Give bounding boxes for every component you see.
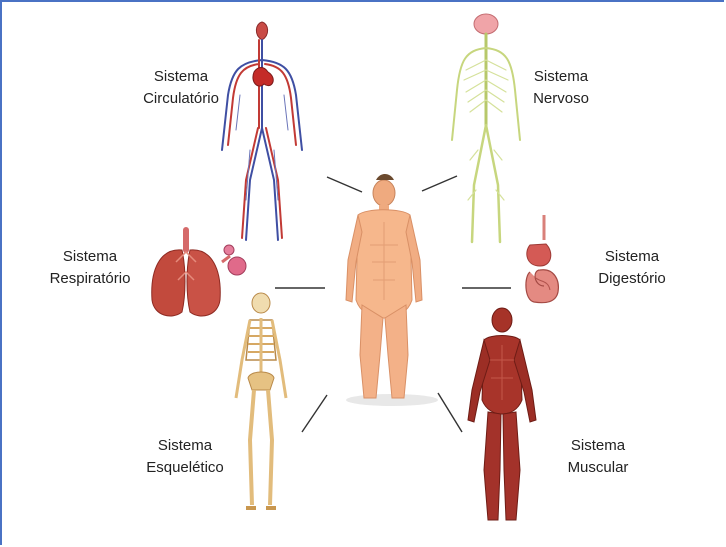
digestive-system-icon [526, 215, 558, 303]
label-skeletal-system: Sistema Esquelético [132, 435, 238, 479]
label-nervous-system: Sistema Nervoso [512, 66, 610, 110]
label-circulatory-system: Sistema Circulatório [126, 66, 236, 110]
connector-muscular [438, 393, 462, 432]
label-line2: Respiratório [36, 268, 144, 290]
label-line2: Esquelético [132, 457, 238, 479]
lungs-icon [152, 230, 246, 316]
connector-nervous [422, 176, 457, 191]
label-line1: Sistema [580, 246, 684, 268]
label-digestive-system: Sistema Digestório [580, 246, 684, 290]
label-line2: Nervoso [512, 88, 610, 110]
connector-circulatory [327, 177, 362, 192]
label-line1: Sistema [550, 435, 646, 457]
label-respiratory-system: Sistema Respiratório [36, 246, 144, 290]
label-line2: Digestório [580, 268, 684, 290]
label-line1: Sistema [126, 66, 236, 88]
label-line2: Muscular [550, 457, 646, 479]
nervous-system-icon [452, 14, 520, 242]
label-line1: Sistema [512, 66, 610, 88]
label-muscular-system: Sistema Muscular [550, 435, 646, 479]
human-body-icon [346, 174, 438, 406]
connector-skeletal [302, 395, 327, 432]
muscular-system-icon [468, 308, 536, 520]
circulatory-system-icon [222, 22, 302, 240]
label-line2: Circulatório [126, 88, 236, 110]
label-line1: Sistema [132, 435, 238, 457]
label-line1: Sistema [36, 246, 144, 268]
skeleton-icon [236, 293, 286, 508]
